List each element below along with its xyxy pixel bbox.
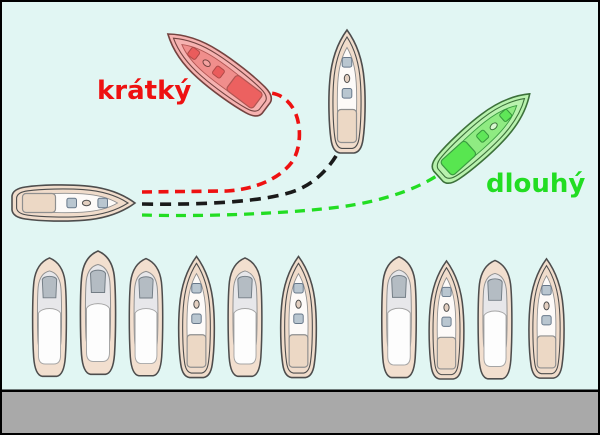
moored-motorboat — [477, 259, 513, 380]
long-approach-path — [141, 173, 439, 218]
label-short: krátký — [97, 76, 192, 106]
label-long: dlouhý — [486, 169, 586, 199]
correct-approach-path — [141, 149, 345, 206]
moored-motorboat — [128, 258, 164, 377]
dock — [2, 392, 598, 433]
dock-edge — [2, 389, 598, 392]
moored-motorboat — [227, 257, 263, 377]
moored-motorboat — [32, 257, 67, 377]
short-approach-path — [141, 91, 302, 194]
moored-motorboat — [79, 250, 117, 375]
moored-motorboat — [381, 256, 417, 379]
